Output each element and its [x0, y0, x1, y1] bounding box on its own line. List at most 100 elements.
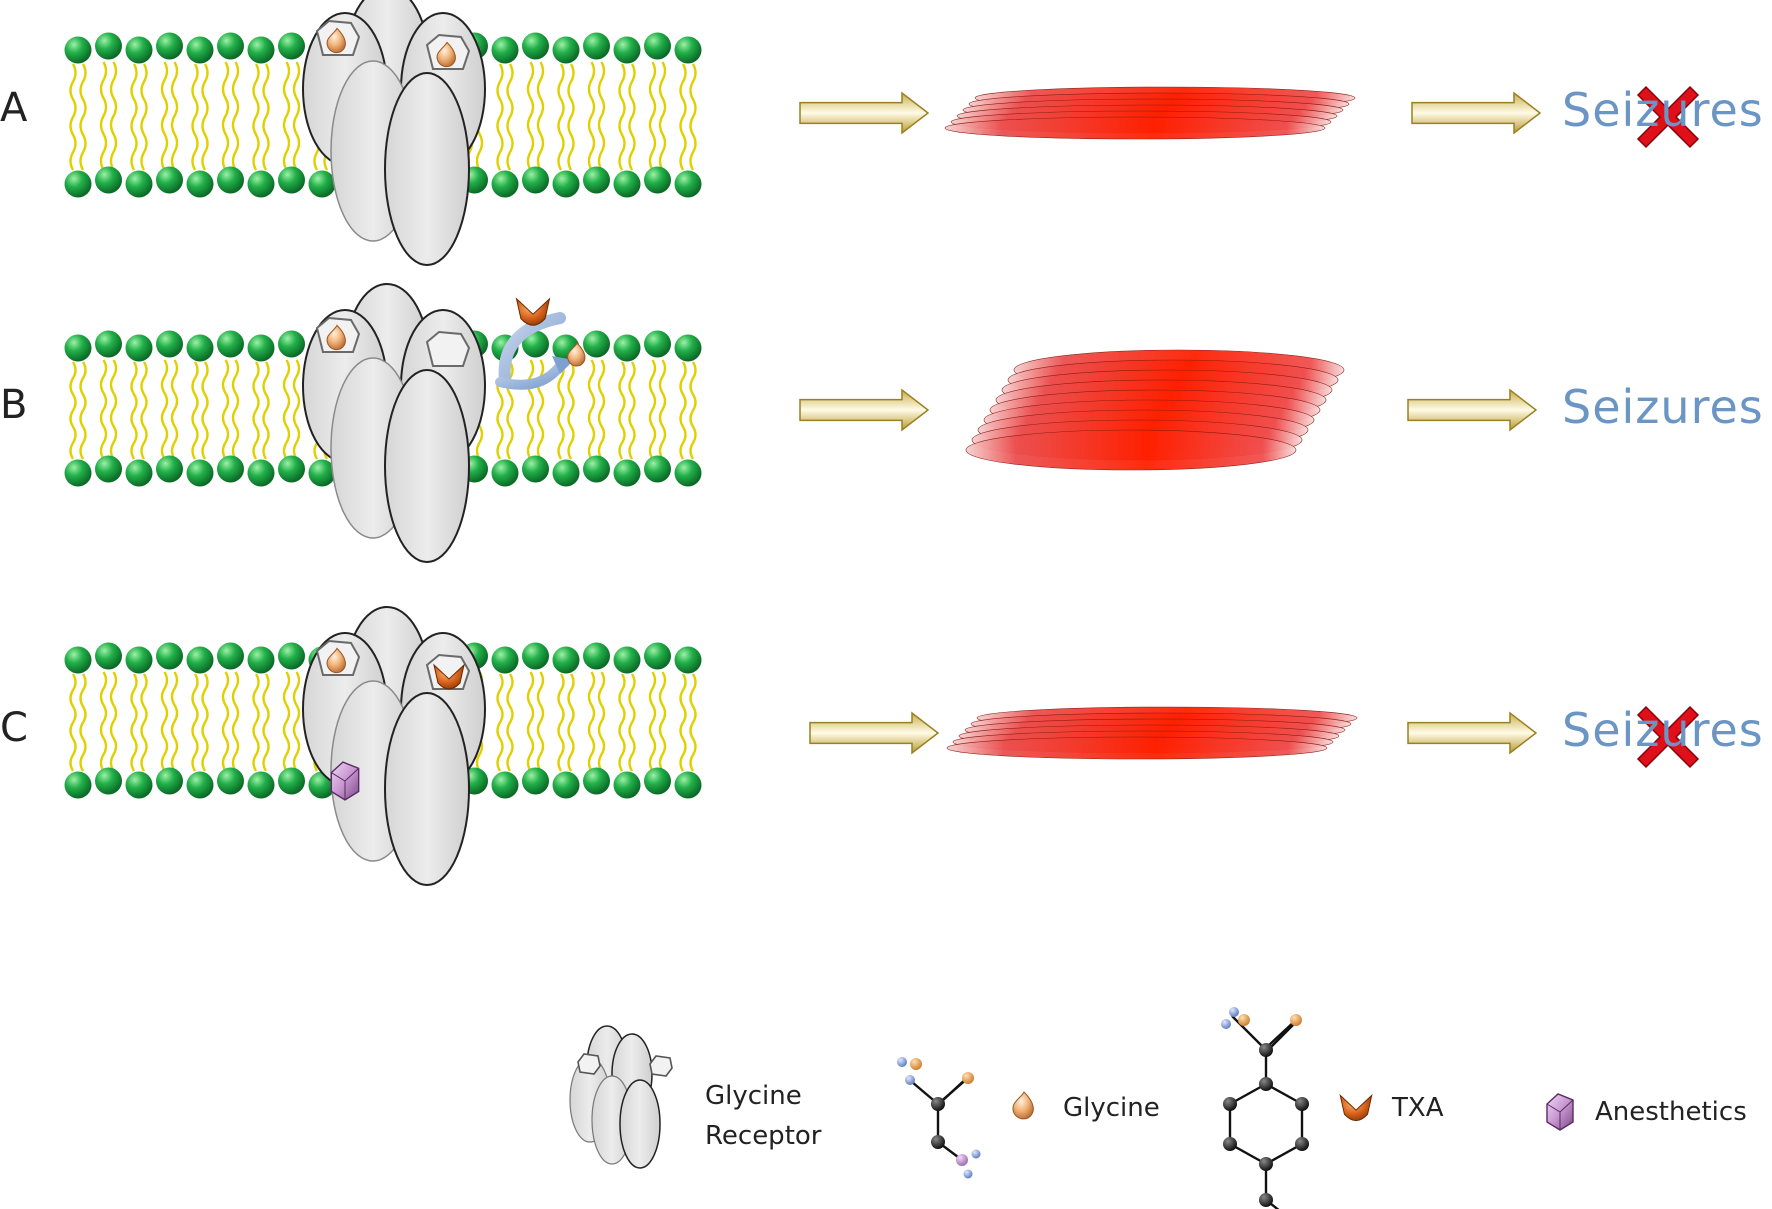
atom-n	[956, 1154, 968, 1166]
lipid-head-bottom	[64, 459, 92, 487]
anesthetic-edge	[1546, 1099, 1574, 1130]
atom-c	[1259, 1077, 1273, 1091]
panel-c-letter: C	[0, 705, 28, 751]
lipid-tail	[526, 61, 535, 171]
atom-h	[963, 1169, 973, 1179]
lipid-tail	[109, 671, 118, 772]
lipid-head-top	[186, 334, 214, 362]
lipid-tail	[99, 671, 108, 772]
atom-o	[962, 1072, 974, 1084]
bond	[1231, 1015, 1267, 1051]
atom-o	[1290, 1014, 1302, 1026]
process-arrow	[799, 388, 930, 432]
lipid-tail	[679, 673, 687, 772]
lipid-tail	[282, 61, 291, 171]
receptor-subunit	[384, 692, 470, 886]
lipid-tail	[567, 673, 575, 772]
lipid-head-bottom	[644, 455, 671, 483]
lipid-tail	[201, 63, 209, 171]
lipid-tail	[628, 361, 636, 460]
lipid-head-bottom	[674, 459, 702, 487]
lipid-head-bottom	[308, 459, 336, 487]
panel-a-receptor	[302, 0, 486, 266]
receptor-subunit	[619, 1079, 661, 1169]
lipid-tail	[262, 63, 270, 171]
arrow-shape	[1407, 711, 1538, 755]
txa-icon	[515, 297, 551, 326]
atom-c	[931, 1135, 945, 1149]
lipid-tail	[79, 673, 87, 772]
lipid-head-bottom	[278, 767, 305, 795]
lipid-head-bottom	[217, 455, 244, 483]
lipid-head-top	[613, 334, 641, 362]
process-arrow	[1411, 91, 1542, 135]
glycine-icon	[436, 41, 456, 68]
lipid-tail	[597, 61, 606, 171]
lipid-head-bottom	[308, 170, 336, 198]
lipid-tail	[69, 361, 77, 460]
lipid-head-top	[95, 330, 122, 358]
lipid-tail	[252, 673, 260, 772]
atom-o	[1238, 1014, 1250, 1026]
lipid-tail	[140, 63, 148, 171]
lipid-head-top	[156, 32, 183, 60]
lipid-head-bottom	[644, 767, 671, 795]
lipid-head-bottom	[156, 455, 183, 483]
lipid-tail	[496, 63, 504, 171]
arrow-shape	[799, 91, 930, 135]
panel-a-muscle	[944, 86, 1356, 140]
panel-b-displacement	[495, 297, 586, 390]
lipid-head-top	[64, 334, 92, 362]
lipid-head-top	[522, 330, 549, 358]
lipid-tail	[557, 63, 565, 171]
lipid-head-top	[644, 642, 671, 670]
lipid-head-bottom	[674, 170, 702, 198]
lipid-tail	[221, 61, 230, 171]
lipid-tail	[597, 359, 606, 460]
lipid-tail	[221, 671, 230, 772]
lipid-tail	[658, 61, 667, 171]
atom-c	[1295, 1097, 1309, 1111]
lipid-head-top	[217, 330, 244, 358]
lipid-head-bottom	[95, 455, 122, 483]
arrow-shape	[809, 711, 940, 755]
glycine-icon	[326, 324, 346, 351]
lipid-tail	[201, 361, 209, 460]
lipid-head-bottom	[64, 170, 92, 198]
lipid-tail	[99, 359, 108, 460]
muscle-fiber	[944, 116, 1326, 140]
lipid-head-top	[491, 646, 519, 674]
lipid-tail	[648, 359, 657, 460]
lipid-tail	[536, 671, 545, 772]
lipid-tail	[526, 359, 535, 460]
lipid-head-top	[64, 646, 92, 674]
lipid-tail	[587, 359, 596, 460]
lipid-tail	[191, 63, 199, 171]
lipid-tail	[170, 359, 179, 460]
lipid-tail	[170, 671, 179, 772]
atom-h	[1221, 1019, 1231, 1029]
lipid-tail	[689, 673, 697, 772]
lipid-head-top	[674, 36, 702, 64]
lipid-tail	[231, 61, 240, 171]
lipid-tail	[658, 671, 667, 772]
lipid-head-top	[95, 642, 122, 670]
lipid-head-bottom	[217, 767, 244, 795]
atom-h	[897, 1057, 907, 1067]
lipid-tail	[292, 61, 301, 171]
panel-a-letter: A	[0, 85, 28, 131]
panel-b-letter: B	[0, 382, 28, 428]
lipid-head-bottom	[95, 767, 122, 795]
lipid-head-bottom	[583, 455, 610, 483]
lipid-head-top	[674, 334, 702, 362]
panel-b-seizures-label: Seizures	[1562, 380, 1764, 434]
lipid-head-top	[644, 330, 671, 358]
lipid-tail	[618, 673, 626, 772]
lipid-tail	[231, 359, 240, 460]
txa-icon	[433, 663, 465, 690]
lipid-tail	[191, 361, 199, 460]
lipid-head-bottom	[186, 771, 214, 799]
lipid-head-top	[125, 646, 153, 674]
lipid-head-top	[247, 646, 275, 674]
